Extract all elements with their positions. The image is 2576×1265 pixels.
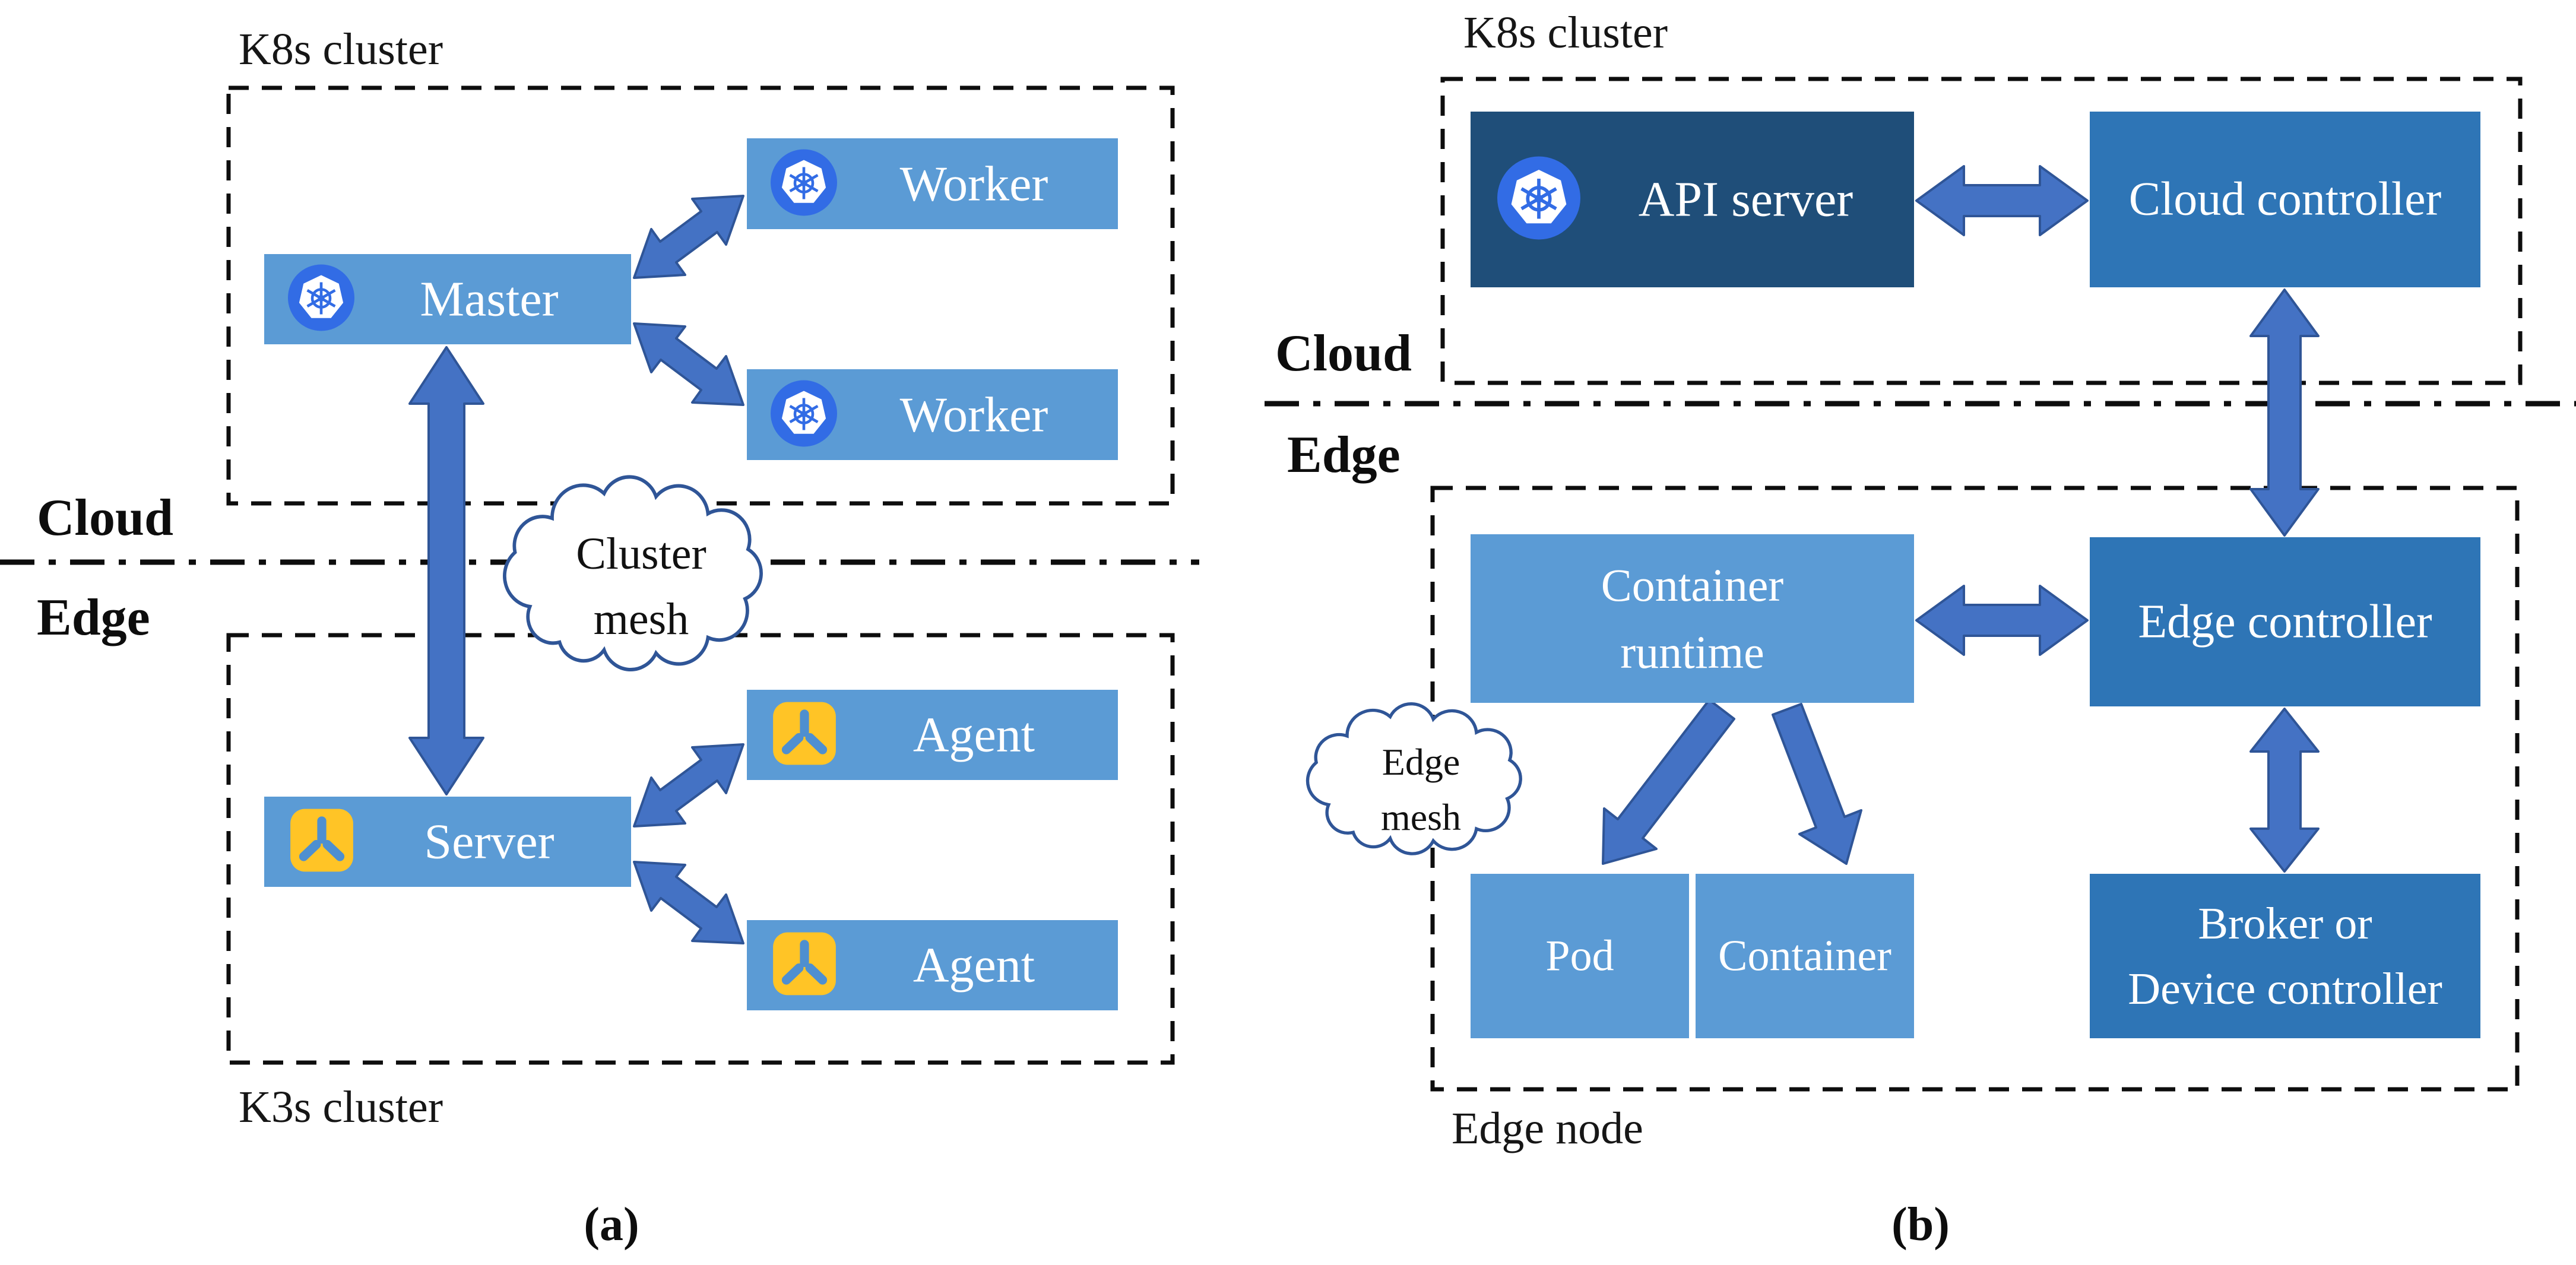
master-label: Master xyxy=(420,271,559,327)
cloud-zone-label-b: Cloud xyxy=(1275,325,1412,382)
arrow-runtime-pod xyxy=(1602,699,1735,865)
arrow-cloudcontroller-edgecontroller xyxy=(2249,288,2320,537)
pod-node: Pod xyxy=(1471,874,1689,1038)
edge-node-label-b: Edge node xyxy=(1452,1104,1643,1153)
pod-label: Pod xyxy=(1545,931,1614,980)
k3s-icon xyxy=(286,804,358,880)
cluster-mesh-label: Cluster mesh xyxy=(576,529,706,645)
agent2-node: Agent xyxy=(747,920,1118,1010)
k3s-icon xyxy=(768,698,841,773)
master-node: Master xyxy=(264,254,631,344)
k8s-cluster-box-b xyxy=(1440,77,2523,385)
edge-mesh-cloud xyxy=(1306,702,1522,855)
api-server-node: API server xyxy=(1471,112,1914,287)
arrow-master-worker2 xyxy=(633,322,744,406)
k3s-cluster-label-a: K3s cluster xyxy=(239,1082,443,1132)
container-node: Container xyxy=(1696,874,1914,1038)
k8s-cluster-label-b: K8s cluster xyxy=(1463,8,1668,58)
server-label: Server xyxy=(424,814,555,870)
edge-controller-label: Edge controller xyxy=(2138,595,2432,648)
agent2-label: Agent xyxy=(912,937,1035,993)
caption-b: (b) xyxy=(1891,1199,1950,1251)
server-node: Server xyxy=(264,797,631,887)
edge-mesh-label: Edge mesh xyxy=(1380,741,1462,838)
arrow-master-worker1 xyxy=(633,195,744,279)
container-runtime-node: Container runtime xyxy=(1471,534,1914,703)
agent1-node: Agent xyxy=(747,690,1118,780)
container-runtime-label: Container runtime xyxy=(1601,559,1784,678)
arrow-runtime-container xyxy=(1772,703,1862,865)
kubernetes-icon xyxy=(768,147,839,221)
caption-a: (a) xyxy=(584,1199,639,1251)
edge-zone-label-a: Edge xyxy=(37,589,150,646)
edge-zone-label-b: Edge xyxy=(1287,426,1401,484)
worker2-label: Worker xyxy=(899,387,1048,442)
kubernetes-icon xyxy=(1494,154,1583,246)
k8s-cluster-label-a: K8s cluster xyxy=(239,24,443,74)
arrow-apiserver-cloudcontroller xyxy=(1915,165,2089,236)
cluster-mesh-cloud xyxy=(503,475,763,671)
kubernetes-icon xyxy=(286,262,357,337)
broker-device-controller-node: Broker or Device controller xyxy=(2090,874,2480,1038)
container-label: Container xyxy=(1718,931,1891,980)
arrow-runtime-edgecontroller xyxy=(1915,585,2089,656)
k3s-icon xyxy=(768,928,841,1003)
cloud-controller-label: Cloud controller xyxy=(2128,173,2442,226)
worker2-node: Worker xyxy=(747,369,1118,460)
worker1-label: Worker xyxy=(899,156,1048,211)
arrow-server-agent2 xyxy=(633,861,744,944)
cloud-controller-node: Cloud controller xyxy=(2090,112,2480,287)
api-server-label: API server xyxy=(1638,172,1853,227)
agent1-label: Agent xyxy=(912,707,1035,763)
cloud-zone-label-a: Cloud xyxy=(37,489,173,547)
arrow-master-server xyxy=(408,346,484,795)
arrow-edgecontroller-broker xyxy=(2249,708,2320,873)
kubernetes-icon xyxy=(768,378,839,452)
broker-device-controller-label: Broker or Device controller xyxy=(2128,898,2442,1014)
arrow-server-agent1 xyxy=(633,743,744,828)
edge-controller-node: Edge controller xyxy=(2090,537,2480,706)
worker1-node: Worker xyxy=(747,138,1118,229)
